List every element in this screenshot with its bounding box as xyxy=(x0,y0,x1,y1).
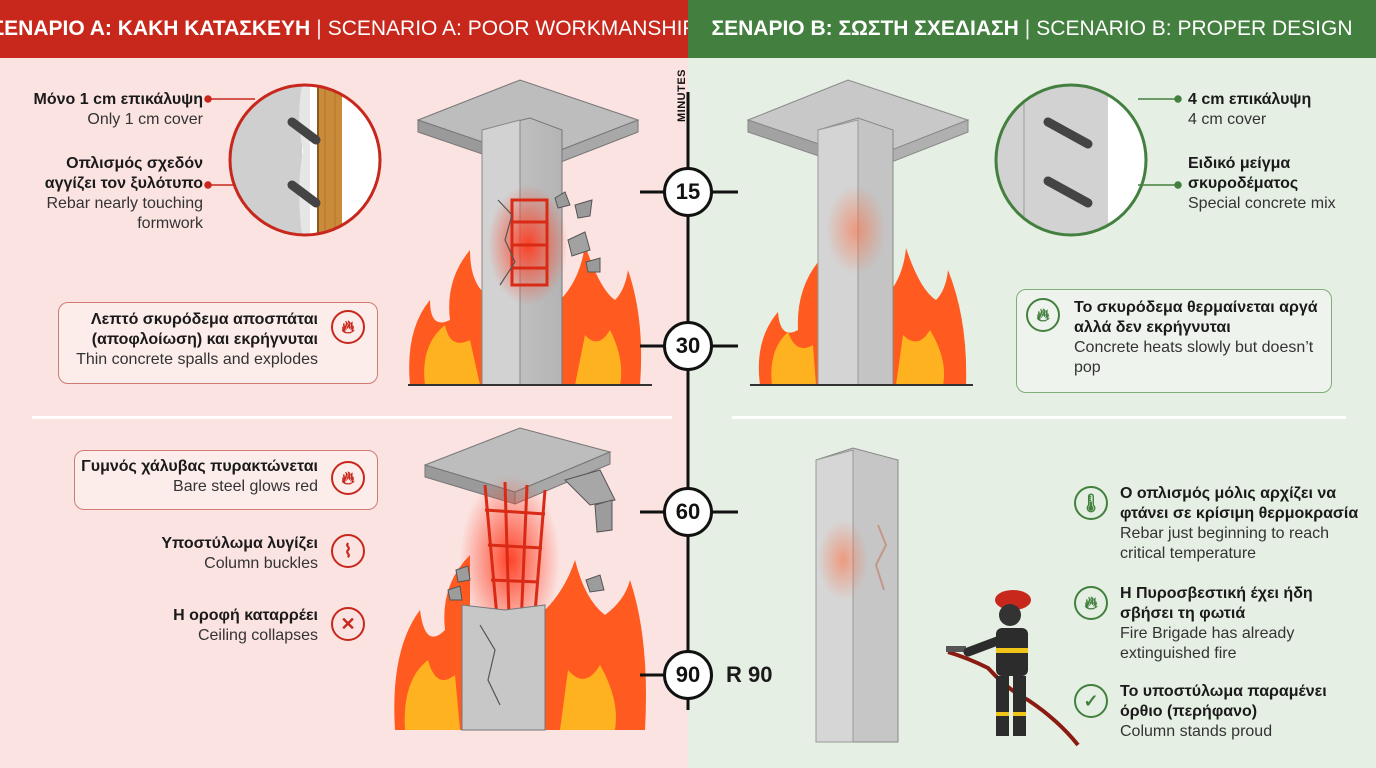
scenario-b-header-greek: ΣΕΝΑΡΙΟ Β: ΣΩΣΤΗ ΣΧΕΔΙΑΣΗ xyxy=(711,17,1019,40)
stage60-item-a-3-english: Ceiling collapses xyxy=(197,627,318,644)
detail-circle-border-a xyxy=(228,83,382,237)
stage60-item-b-1-greek: Ο οπλισμός μόλις αρχίζει να φτάνει σε κρ… xyxy=(1120,485,1359,522)
stage60-item-b-2: Η Πυροσβεστική έχει ήδη σβήσει τη φωτιά … xyxy=(1120,584,1370,664)
header-separator: | xyxy=(1024,17,1031,40)
firefighter-illustration xyxy=(946,590,1080,747)
stage60-item-b-2-greek: Η Πυροσβεστική έχει ήδη σβήσει τη φωτιά xyxy=(1120,585,1313,622)
callout-cover-1cm: Μόνο 1 cm επικάλυψη Only 1 cm cover xyxy=(20,90,203,130)
callout-special-mix-english: Special concrete mix xyxy=(1188,195,1336,212)
x-icon: ✕ xyxy=(331,607,365,641)
stage30-greek-a: Λεπτό σκυρόδεμα αποσπάται (αποφλοίωση) κ… xyxy=(90,311,318,348)
callout-cover-1cm-greek: Μόνο 1 cm επικάλυψη xyxy=(33,91,203,108)
stage60-item-a-2-greek: Υποστύλωμα λυγίζει xyxy=(161,535,318,552)
stage60-item-b-1-english: Rebar just beginning to reach critical t… xyxy=(1120,525,1330,562)
buckle-icon: ⌇ xyxy=(331,534,365,568)
fire-icon: 🔥︎ xyxy=(331,310,365,344)
stage30-box-a xyxy=(58,302,378,384)
stage30-english-b: Concrete heats slowly but doesn’t pop xyxy=(1074,339,1314,376)
callout-rebar-touching-greek: Οπλισμός σχεδόν αγγίζει τον ξυλότυπο xyxy=(44,155,203,192)
stage60-item-b-3-english: Column stands proud xyxy=(1120,723,1273,740)
stage60-box-a xyxy=(74,450,378,510)
stage60-item-a-2: Υποστύλωμα λυγίζει Column buckles xyxy=(80,534,318,574)
intact-column-b-bottom xyxy=(815,447,1080,747)
callout-cover-1cm-english: Only 1 cm cover xyxy=(87,111,203,128)
callout-special-mix: Ειδικό μείγμα σκυροδέματος Special concr… xyxy=(1188,154,1368,214)
scenario-a-header: ΣΕΝΑΡΙΟ Α: ΚΑΚΗ ΚΑΤΑΣΚΕΥΗ | SCENARIO A: … xyxy=(0,0,696,58)
callout-cover-4cm-english: 4 cm cover xyxy=(1188,111,1267,128)
collapsing-column-a xyxy=(394,427,646,731)
scenario-b-header: ΣΕΝΑΡΙΟ Β: ΣΩΣΤΗ ΣΧΕΔΙΑΣΗ | SCENARIO B: … xyxy=(688,0,1376,58)
stage60-item-a-1-english: Bare steel glows red xyxy=(173,478,318,495)
callout-rebar-touching: Οπλισμός σχεδόν αγγίζει τον ξυλότυπο Reb… xyxy=(20,154,203,234)
callout-cover-4cm: 4 cm επικάλυψη 4 cm cover xyxy=(1188,90,1368,130)
stage60-item-b-3-greek: Το υποστύλωμα παραμένει όρθιο (περήφανο) xyxy=(1120,683,1327,720)
stage60-item-a-3-greek: Η οροφή καταρρέει xyxy=(173,607,318,624)
stage60-item-a-1: Γυμνός χάλυβας πυρακτώνεται Bare steel g… xyxy=(80,457,318,497)
callout-lines-a xyxy=(204,95,265,189)
callout-rebar-touching-english: Rebar nearly touching formwork xyxy=(46,195,203,232)
fire-icon: 🔥︎ xyxy=(1026,298,1060,332)
stage30-english-a: Thin concrete spalls and explodes xyxy=(76,351,318,368)
scenario-a-panel: ΣΕΝΑΡΙΟ Α: ΚΑΚΗ ΚΑΤΑΣΚΕΥΗ | SCENARIO A: … xyxy=(0,0,688,768)
scenario-a-header-greek: ΣΕΝΑΡΙΟ Α: ΚΑΚΗ ΚΑΤΑΣΚΕΥΗ xyxy=(0,17,311,40)
detail-circle-border-b xyxy=(994,83,1148,237)
check-icon: ✓ xyxy=(1074,684,1108,718)
stage30-label-b: Το σκυρόδεμα θερμαίνεται αργά αλλά δεν ε… xyxy=(1074,298,1324,378)
fire-icon: 🔥︎ xyxy=(331,461,365,495)
stage30-greek-b: Το σκυρόδεμα θερμαίνεται αργά αλλά δεν ε… xyxy=(1074,299,1318,336)
stage60-item-b-1: Ο οπλισμός μόλις αρχίζει να φτάνει σε κρ… xyxy=(1120,484,1370,564)
scenario-b-illustrations xyxy=(746,79,1182,747)
scenario-b-panel: ΣΕΝΑΡΙΟ Β: ΣΩΣΤΗ ΣΧΕΔΙΑΣΗ | SCENARIO B: … xyxy=(688,0,1376,768)
callout-cover-4cm-greek: 4 cm επικάλυψη xyxy=(1188,91,1312,108)
intact-column-b-top xyxy=(746,79,973,386)
header-separator: | xyxy=(316,17,322,40)
spalling-column-a xyxy=(408,79,652,386)
stage60-item-a-1-greek: Γυμνός χάλυβας πυρακτώνεται xyxy=(81,458,318,475)
stage60-item-b-2-english: Fire Brigade has already extinguished fi… xyxy=(1120,625,1295,662)
callout-special-mix-greek: Ειδικό μείγμα σκυροδέματος xyxy=(1188,155,1299,192)
scenario-a-illustrations xyxy=(204,79,652,731)
thermometer-icon: 🌡︎ xyxy=(1074,486,1108,520)
stage-divider-a xyxy=(32,416,672,419)
scenario-a-header-english: SCENARIO A: POOR WORKMANSHIP xyxy=(327,17,697,40)
timeline-tick-90: 90 xyxy=(663,650,713,700)
timeline-tick-30: 30 xyxy=(663,321,713,371)
stage-divider-b xyxy=(732,416,1346,419)
stage30-label-a: Λεπτό σκυρόδεμα αποσπάται (αποφλοίωση) κ… xyxy=(64,310,318,370)
callout-lines-b xyxy=(1138,95,1182,189)
fire-icon: 🔥︎ xyxy=(1074,586,1108,620)
fire-rating-label: R 90 xyxy=(726,662,773,687)
stage30-box-b xyxy=(1016,289,1332,393)
stage60-item-a-2-english: Column buckles xyxy=(204,555,318,572)
timeline-tick-15: 15 xyxy=(663,167,713,217)
stage60-item-b-3: Το υποστύλωμα παραμένει όρθιο (περήφανο)… xyxy=(1120,682,1370,742)
stage60-item-a-3: Η οροφή καταρρέει Ceiling collapses xyxy=(80,606,318,646)
timeline-unit-label: MINUTES xyxy=(676,69,688,122)
scenario-b-header-english: SCENARIO B: PROPER DESIGN xyxy=(1036,17,1353,40)
timeline-tick-60: 60 xyxy=(663,487,713,537)
